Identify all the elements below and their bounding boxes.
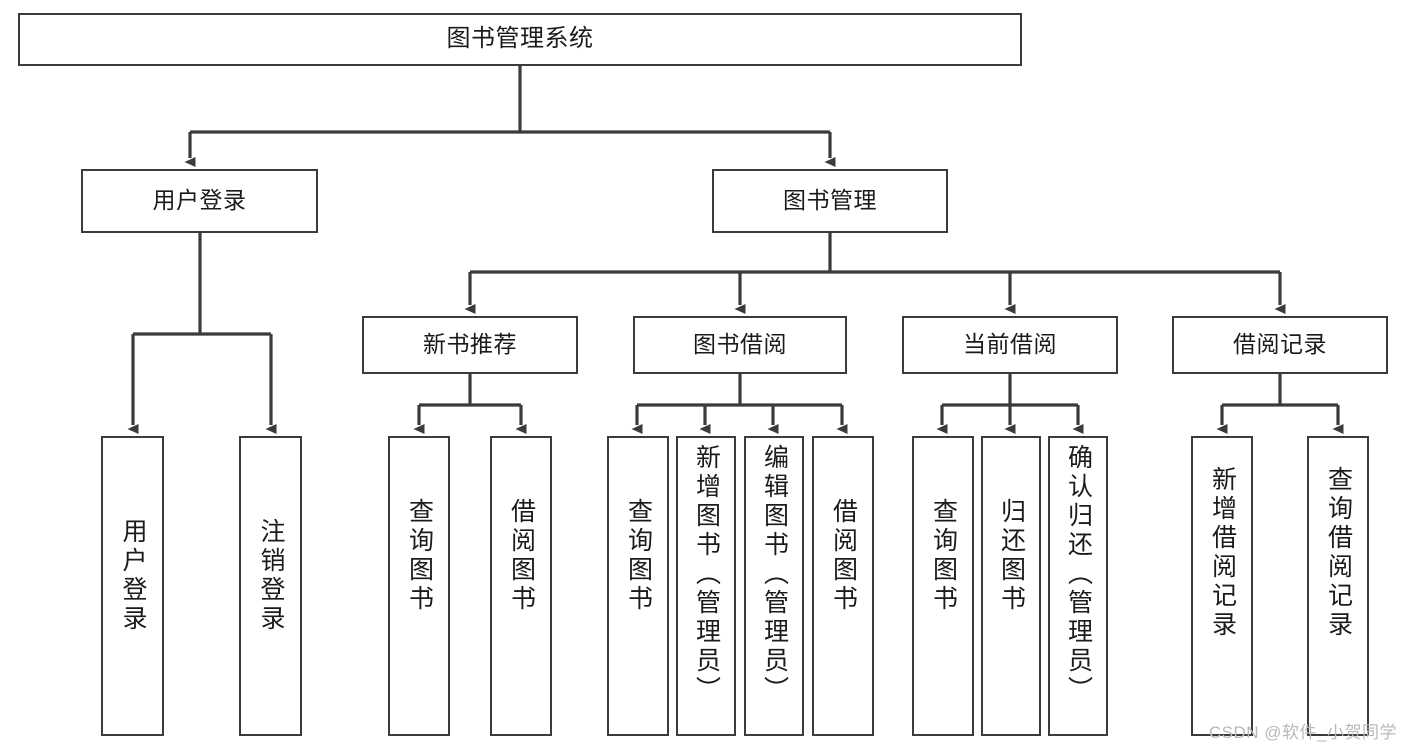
node-label: 当前借阅 (963, 331, 1057, 358)
node-label: 查询图书 (929, 498, 958, 614)
leaf-user-login-signin[interactable]: 用户登录 (101, 436, 164, 736)
node-label: 新增借阅记录 (1208, 466, 1237, 640)
leaf-current-return-book[interactable]: 归还图书 (981, 436, 1041, 736)
node-label: 新书推荐 (423, 331, 517, 358)
node-borrow-record[interactable]: 借阅记录 (1172, 316, 1388, 374)
node-label: 借阅图书 (507, 498, 536, 614)
node-label: 注销登录 (257, 518, 285, 634)
node-label: 用户登录 (119, 518, 147, 634)
leaf-record-add[interactable]: 新增借阅记录 (1191, 436, 1253, 736)
leaf-new-book-query[interactable]: 查询图书 (388, 436, 450, 736)
node-label: 查询借阅记录 (1324, 466, 1353, 640)
node-label: 借阅记录 (1233, 331, 1327, 358)
node-book-management[interactable]: 图书管理 (712, 169, 948, 233)
leaf-borrow-edit-book[interactable]: 编辑图书（管理员） (744, 436, 804, 736)
leaf-new-book-borrow[interactable]: 借阅图书 (490, 436, 552, 736)
node-book-borrow[interactable]: 图书借阅 (633, 316, 847, 374)
node-label: 查询图书 (405, 498, 434, 614)
node-label: 图书借阅 (693, 331, 787, 358)
leaf-record-query[interactable]: 查询借阅记录 (1307, 436, 1369, 736)
node-label: 编辑图书（管理员） (760, 444, 789, 705)
csdn-watermark: CSDN @软件_小贺同学 (1208, 723, 1397, 742)
node-new-book-recommend[interactable]: 新书推荐 (362, 316, 578, 374)
leaf-user-login-signout[interactable]: 注销登录 (239, 436, 302, 736)
node-current-borrow[interactable]: 当前借阅 (902, 316, 1118, 374)
leaf-borrow-add-book[interactable]: 新增图书（管理员） (676, 436, 736, 736)
leaf-borrow-query-book[interactable]: 查询图书 (607, 436, 669, 736)
leaf-current-query-book[interactable]: 查询图书 (912, 436, 974, 736)
node-label: 确认归还（管理员） (1064, 444, 1093, 705)
node-label: 查询图书 (624, 498, 653, 614)
node-label: 图书管理系统 (446, 25, 594, 53)
node-root-system[interactable]: 图书管理系统 (18, 13, 1022, 66)
node-user-login[interactable]: 用户登录 (81, 169, 318, 233)
node-label: 新增图书（管理员） (692, 444, 721, 705)
node-label: 借阅图书 (829, 498, 858, 614)
node-label: 用户登录 (152, 187, 247, 214)
leaf-borrow-borrow-book[interactable]: 借阅图书 (812, 436, 874, 736)
node-label: 图书管理 (783, 187, 877, 214)
node-label: 归还图书 (997, 498, 1026, 614)
leaf-current-confirm-return[interactable]: 确认归还（管理员） (1048, 436, 1108, 736)
